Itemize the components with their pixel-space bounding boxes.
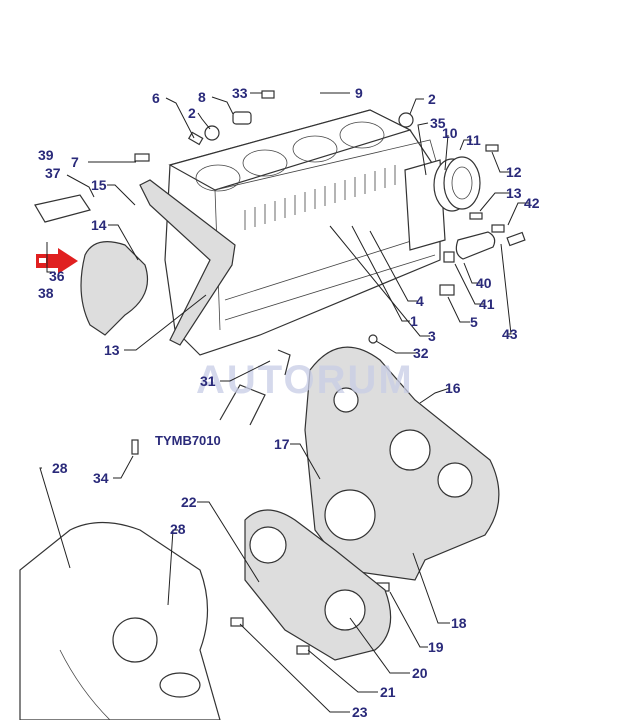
callout-9: 9 <box>355 85 363 101</box>
flange-40 <box>455 231 496 260</box>
callout-28: 28 <box>52 460 68 476</box>
callout-40: 40 <box>476 275 492 291</box>
callout-3: 3 <box>428 328 436 344</box>
callout-6: 6 <box>152 90 160 106</box>
callout-35: 35 <box>430 115 446 131</box>
callout-38: 38 <box>38 285 54 301</box>
bracket-31 <box>219 384 266 426</box>
gasket-14 <box>80 241 149 336</box>
callout-28: 28 <box>170 521 186 537</box>
callout-32: 32 <box>413 345 429 361</box>
callout-36: 36 <box>49 268 65 284</box>
bracket-36 <box>34 194 91 223</box>
callout-22: 22 <box>181 494 197 510</box>
callout-11: 11 <box>466 132 481 148</box>
callout-33: 33 <box>232 85 248 101</box>
callout-20: 20 <box>412 665 428 681</box>
callout-1: 1 <box>410 313 418 329</box>
callout-37: 37 <box>45 165 61 181</box>
callout-39: 39 <box>38 147 54 163</box>
callout-10: 10 <box>442 125 458 141</box>
callout-4: 4 <box>416 293 424 309</box>
callout-18: 18 <box>451 615 467 631</box>
callout-5: 5 <box>470 314 478 330</box>
callout-2: 2 <box>428 91 436 107</box>
callout-23: 23 <box>352 704 368 720</box>
callout-12: 12 <box>506 164 522 180</box>
callout-2: 2 <box>188 105 196 121</box>
drawing-code: TYMB7010 <box>155 433 221 448</box>
callout-14: 14 <box>91 217 107 233</box>
callout-19: 19 <box>428 639 444 655</box>
watermark: AUTORUM <box>196 358 414 402</box>
callout-16: 16 <box>445 380 461 396</box>
callout-13: 13 <box>506 185 522 201</box>
callout-15: 15 <box>91 177 107 193</box>
callout-43: 43 <box>502 326 518 342</box>
callout-41: 41 <box>479 296 495 312</box>
callout-17: 17 <box>274 436 290 452</box>
gasket-15 <box>139 179 236 346</box>
callout-13: 13 <box>104 342 120 358</box>
callout-7: 7 <box>71 154 79 170</box>
callout-labels: 6 8 33 9 2 2 35 10 11 12 13 42 39 37 7 1… <box>38 85 540 720</box>
callout-8: 8 <box>198 89 206 105</box>
leader-lines <box>39 92 530 713</box>
callout-42: 42 <box>524 195 540 211</box>
callout-34: 34 <box>93 470 109 486</box>
callout-21: 21 <box>380 684 396 700</box>
rear-seal-housing <box>433 156 481 212</box>
callout-31: 31 <box>200 373 216 389</box>
